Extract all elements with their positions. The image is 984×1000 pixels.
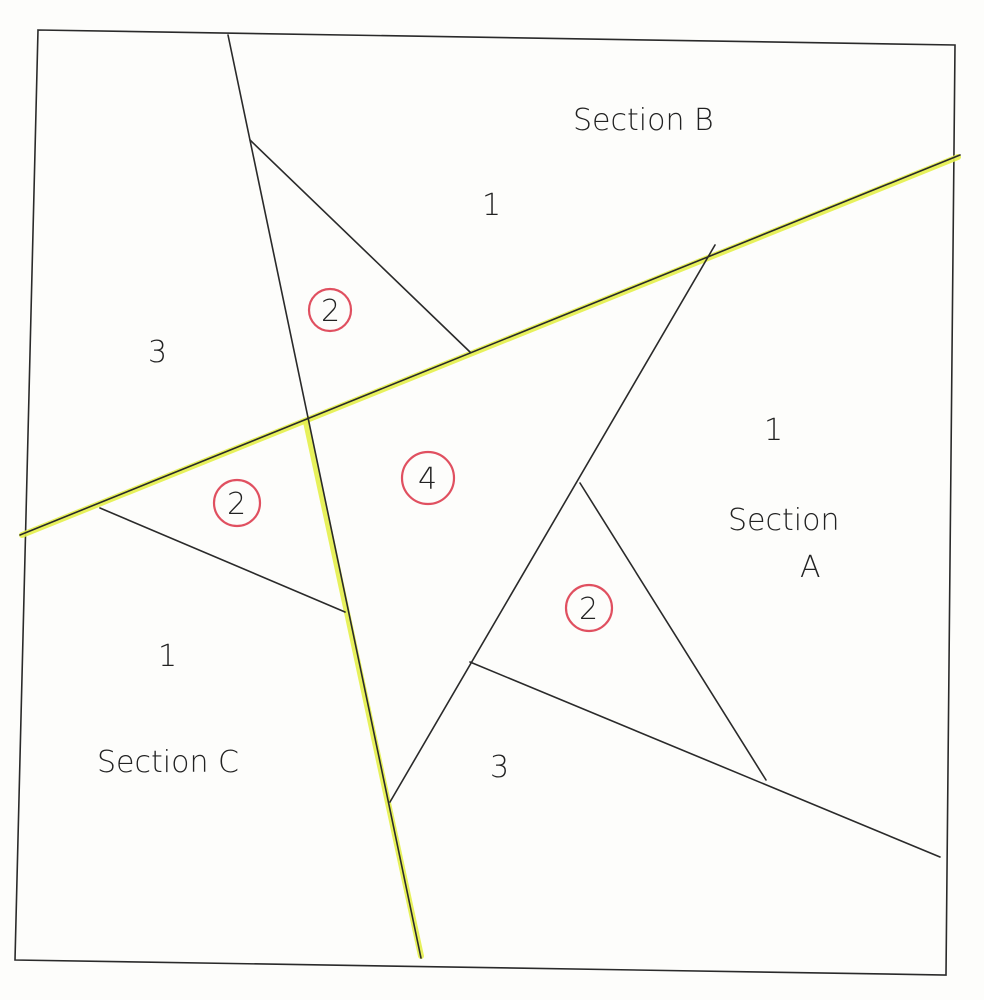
piece-line bbox=[579, 482, 767, 781]
a-piece-1: 1 bbox=[764, 413, 783, 448]
seam-highlight-ab bbox=[19, 154, 961, 538]
b-piece-2: 2 bbox=[321, 294, 340, 329]
c-piece-1: 1 bbox=[158, 639, 177, 674]
piece-line bbox=[389, 244, 716, 803]
circle-mark bbox=[564, 583, 614, 633]
seam-line-c bbox=[227, 34, 422, 959]
piece-line bbox=[99, 507, 346, 613]
circle-mark bbox=[400, 450, 456, 506]
piece-line bbox=[469, 661, 941, 858]
piece-line bbox=[249, 139, 471, 353]
section-b-label: Section B bbox=[573, 103, 714, 138]
block-border bbox=[14, 29, 956, 976]
circle-mark bbox=[307, 287, 353, 333]
section-a-label-line2: A bbox=[800, 550, 821, 585]
b-piece-3: 3 bbox=[148, 335, 167, 370]
section-c-label: Section C bbox=[97, 745, 239, 780]
section-a-label-line1: Section bbox=[728, 503, 839, 538]
seam-line-ab bbox=[19, 154, 961, 536]
a-piece-3: 3 bbox=[490, 750, 509, 785]
center-piece-4: 4 bbox=[418, 462, 437, 497]
c-piece-2: 2 bbox=[227, 487, 246, 522]
b-piece-1: 1 bbox=[482, 188, 501, 223]
circle-mark bbox=[212, 478, 262, 528]
a-piece-2: 2 bbox=[579, 592, 598, 627]
